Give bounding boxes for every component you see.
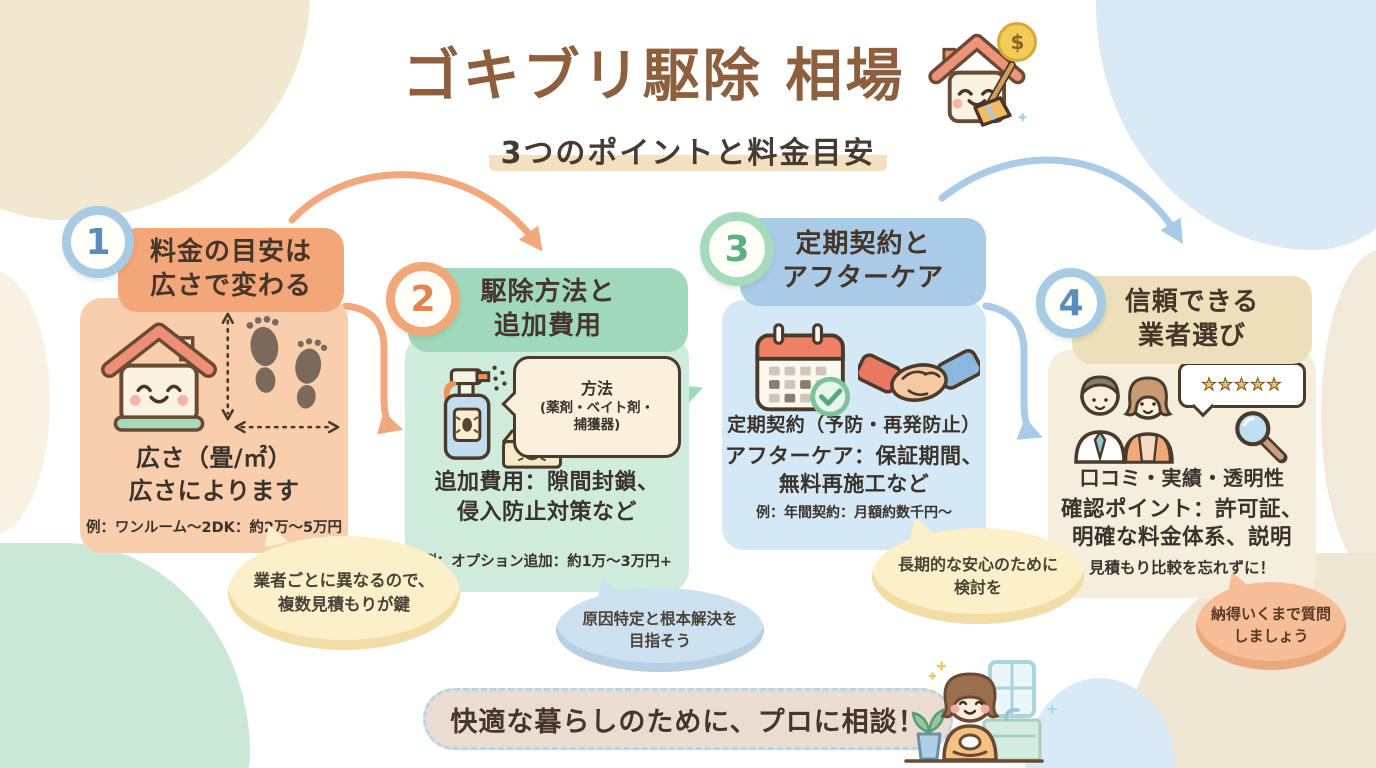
card4-body: ★★★★★ 口コミ・実績・透明性 確認ポイント：許可証、 明確な料金体系、説明 … bbox=[1048, 350, 1316, 598]
coin-icon: $ bbox=[997, 22, 1038, 62]
card1-title-line2: 広さで変わる bbox=[149, 271, 312, 301]
footer-banner-text: 快適な暮らしのために、プロに相談！ bbox=[450, 706, 926, 738]
card4-title-line1: 信頼できる bbox=[1124, 287, 1260, 318]
arrow-card3-to-card4-side bbox=[982, 302, 1043, 440]
step-badge-1: 1 bbox=[62, 206, 134, 278]
background-blob-bottom-left bbox=[0, 543, 250, 768]
card2-title-line1: 駆除方法と bbox=[480, 277, 616, 308]
card3-text-line2: 無料再施工など bbox=[778, 472, 930, 496]
step-badge-2: 2 bbox=[386, 262, 460, 336]
card4-example: 見積もり比較を忘れずに！ bbox=[1088, 559, 1275, 577]
card1-text-line2: 広さによります bbox=[128, 477, 300, 505]
footprints-measure-icon bbox=[221, 312, 340, 434]
page-subtitle: 3つのポイントと料金目安 bbox=[488, 136, 888, 171]
people-icon bbox=[1074, 375, 1174, 464]
card3-title-line2: アフターケア bbox=[781, 263, 944, 293]
house-broom-icon bbox=[928, 33, 1028, 127]
card2-example: 例：オプション追加：約1万〜3万円+ bbox=[422, 554, 672, 570]
card3-body: 定期契約（予防・再発防止） アフターケア：保証期間、 無料再施工など 例：年間契… bbox=[722, 300, 986, 550]
method-speech-bubble: 方法 (薬剤・ベイト剤・ 捕獲器) bbox=[501, 356, 681, 458]
arrow-card1-to-card2-side bbox=[342, 302, 404, 435]
card4-text-line0: 口コミ・実績・透明性 bbox=[1079, 466, 1285, 490]
card2-title-line2: 追加費用 bbox=[493, 311, 602, 341]
review-stars-bubble: ★★★★★ bbox=[1178, 362, 1306, 418]
bubble-tail bbox=[594, 575, 619, 597]
card4-header: 信頼できる 業者選び bbox=[1072, 276, 1312, 364]
page-title: ゴキブリ駆除 相場 bbox=[402, 43, 906, 109]
house-icon bbox=[101, 322, 217, 432]
method-detail-line2: 捕獲器) bbox=[573, 417, 621, 434]
header-house-illustration: $ bbox=[919, 22, 1038, 128]
card1-tip-text: 業者ごとに異なるので、複数見積もりが鍵 bbox=[253, 571, 435, 614]
card4-text-line2: 明確な料金体系、説明 bbox=[1071, 525, 1292, 550]
card2-tip-bubble: 原因特定と根本解決を目指そう bbox=[556, 575, 764, 672]
card3-header: 定期契約と アフターケア bbox=[740, 218, 986, 306]
background-blob-left bbox=[0, 270, 50, 535]
card3-tip-text: 長期的な安心のために検討を bbox=[897, 554, 1058, 597]
step-number: 4 bbox=[1058, 282, 1084, 324]
card2-body: 方法 (薬剤・ベイト剤・ 捕獲器) 追加費用：隙間封鎖、 侵入防止対策など 例：… bbox=[405, 336, 689, 592]
card1-title-line1: 料金の目安は bbox=[149, 237, 312, 268]
card3-text-line0: 定期契約（予防・再発防止） bbox=[727, 414, 981, 436]
step-badge-3: 3 bbox=[700, 212, 774, 286]
card2-text-line2: 侵入防止対策など bbox=[456, 500, 637, 525]
bubble-tail bbox=[259, 520, 289, 548]
calendar-icon bbox=[755, 323, 851, 417]
card1-tip-bubble: 業者ごとに異なるので、複数見積もりが鍵 bbox=[228, 520, 460, 650]
card4-tip-text: 納得いくまで質問しましょう bbox=[1210, 605, 1331, 645]
header: ゴキブリ駆除 相場 $ bbox=[28, 22, 1376, 128]
card3-example: 例：年間契約：月額約数千円〜 bbox=[756, 505, 952, 521]
sparkle-icon: + bbox=[1046, 700, 1059, 718]
step-number: 2 bbox=[410, 278, 436, 320]
card1-text-line1: 広さ（畳/㎡） bbox=[135, 444, 293, 472]
card4-tip-bubble: 納得いくまで質問しましょう bbox=[1196, 568, 1346, 670]
card2-tip-text: 原因特定と根本解決を目指そう bbox=[582, 609, 738, 650]
handshake-icon bbox=[858, 349, 980, 402]
spray-bottle-icon bbox=[443, 365, 507, 460]
step-number: 1 bbox=[85, 221, 111, 263]
card2-header: 駆除方法と 追加費用 bbox=[408, 268, 688, 352]
method-detail-line1: (薬剤・ベイト剤・ bbox=[539, 399, 655, 416]
footer-banner: 快適な暮らしのために、プロに相談！ bbox=[423, 688, 953, 750]
magnifier-icon bbox=[1235, 411, 1288, 464]
card1-header: 料金の目安は 広さで変わる bbox=[118, 228, 344, 312]
step-badge-4: 4 bbox=[1036, 268, 1106, 338]
card4-text-line1: 確認ポイント：許可証、 bbox=[1060, 497, 1303, 522]
card2-text-line1: 追加費用：隙間封鎖、 bbox=[434, 470, 660, 495]
speech-bubble-tail bbox=[1191, 394, 1215, 418]
card3-title-line1: 定期契約と bbox=[795, 229, 931, 260]
card4-title-line2: 業者選び bbox=[1137, 321, 1246, 351]
card3-text-line1: アフターケア：保証期間、 bbox=[725, 444, 983, 468]
step-number: 3 bbox=[724, 228, 750, 270]
page-subtitle-wrap: 3つのポイントと料金目安 bbox=[0, 128, 1376, 172]
five-stars: ★★★★★ bbox=[1201, 375, 1283, 396]
coin-symbol: $ bbox=[1010, 30, 1025, 54]
background-blob-right bbox=[1321, 250, 1376, 580]
card1-example: 例：ワンルーム〜2DK：約2万〜5万円 bbox=[85, 520, 343, 536]
method-title: 方法 bbox=[580, 379, 613, 399]
bubble-tail bbox=[905, 513, 934, 539]
card1-body: 広さ（畳/㎡） 広さによります 例：ワンルーム〜2DK：約2万〜5万円 bbox=[80, 298, 348, 553]
bubble-tail bbox=[1224, 568, 1249, 592]
card3-tip-bubble: 長期的な安心のために検討を bbox=[872, 513, 1084, 624]
woman-with-tea-illustration bbox=[904, 660, 1044, 763]
